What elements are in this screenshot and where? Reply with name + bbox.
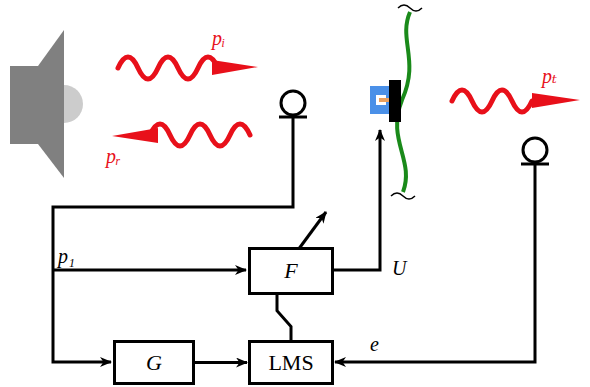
process-box: F [248, 247, 334, 295]
process-box: LMS [248, 340, 334, 385]
connector [277, 295, 291, 340]
signal-label: pᵣ [106, 146, 121, 166]
loudspeaker [10, 30, 83, 178]
signal-label: U [392, 258, 406, 278]
box-label: G [146, 352, 162, 374]
reflected-wave [112, 124, 250, 146]
signal-label: pᵢ [212, 28, 225, 48]
box-label: F [284, 260, 297, 282]
connector [195, 361, 247, 364]
signal-label: pₜ [542, 66, 557, 86]
signal-wire [53, 117, 535, 362]
box-label: LMS [268, 352, 313, 374]
transmitted-wave [452, 90, 580, 112]
incident-wave [118, 57, 258, 79]
actuator [370, 80, 401, 122]
process-box: G [113, 340, 195, 385]
microphone [521, 138, 549, 164]
signal-label: e [370, 334, 379, 354]
microphone [279, 91, 307, 117]
signal-label: p₁ [58, 246, 75, 266]
